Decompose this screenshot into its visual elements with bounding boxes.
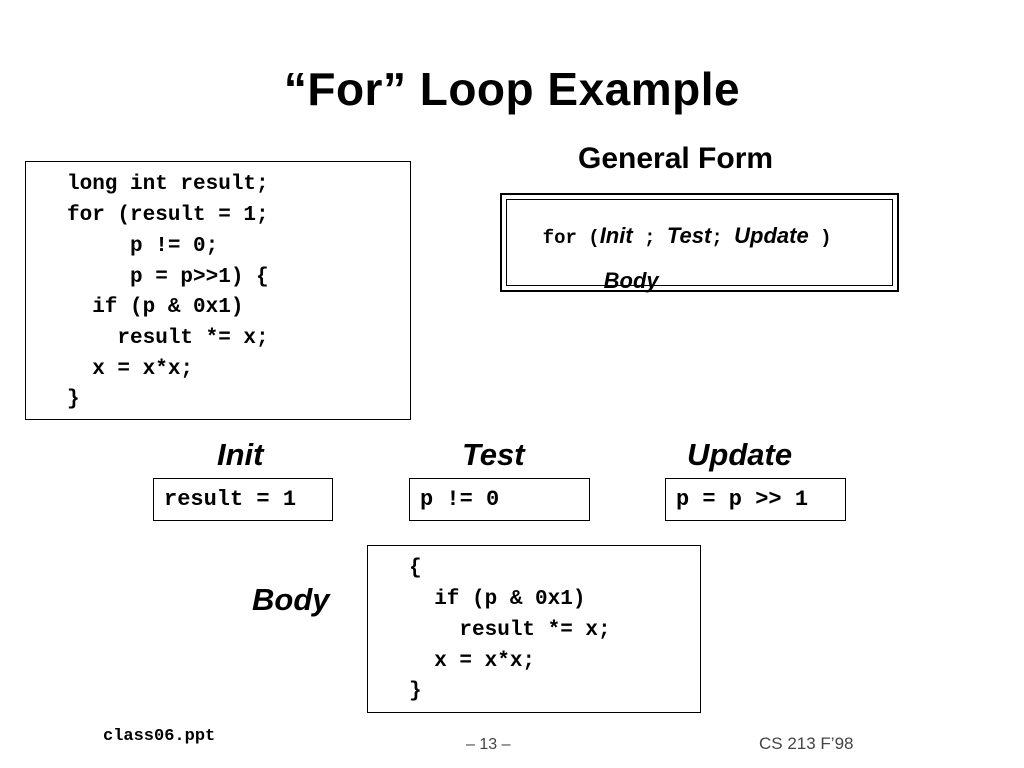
test-box: p != 0 <box>409 478 590 521</box>
code-line: for (result = 1; <box>67 204 269 227</box>
test-placeholder: Test <box>666 223 712 248</box>
general-form-header-row: for (Init ; Test; Update ) <box>516 209 832 264</box>
separator <box>656 227 667 249</box>
separator: ; <box>711 227 723 249</box>
for-keyword: for ( <box>542 227 600 249</box>
close-paren: ) <box>820 227 832 249</box>
code-line: if (p & 0x1) <box>67 296 244 319</box>
init-box: result = 1 <box>153 478 333 521</box>
body-code-line: x = x*x; <box>409 650 536 673</box>
body-code-line: { <box>409 557 422 580</box>
init-placeholder: Init <box>599 223 633 248</box>
test-code: p != 0 <box>420 487 500 512</box>
init-code: result = 1 <box>164 487 297 512</box>
separator <box>633 227 644 249</box>
general-form-body-row: Body <box>577 254 659 308</box>
code-line: result *= x; <box>67 327 269 350</box>
code-line: p = p>>1) { <box>67 266 269 289</box>
general-form-box: for (Init ; Test; Update ) Body <box>500 193 899 292</box>
general-form-inner-box: for (Init ; Test; Update ) Body <box>506 199 893 292</box>
test-label: Test <box>462 437 525 472</box>
code-line: p != 0; <box>67 235 219 258</box>
general-form-heading: General Form <box>578 142 774 175</box>
footer-filename: class06.ppt <box>103 727 216 746</box>
body-code-line: result *= x; <box>409 619 611 642</box>
separator: ; <box>644 227 656 249</box>
code-box: long int result; for (result = 1; p != 0… <box>25 161 411 420</box>
body-label: Body <box>252 582 330 617</box>
init-label: Init <box>217 437 264 472</box>
code-line: long int result; <box>67 173 269 196</box>
update-label: Update <box>687 437 793 472</box>
body-code-line: } <box>409 680 422 703</box>
separator <box>809 227 820 249</box>
slide-title: “For” Loop Example <box>283 63 741 115</box>
code-line: x = x*x; <box>67 358 194 381</box>
update-box: p = p >> 1 <box>665 478 846 521</box>
body-placeholder: Body <box>603 268 659 293</box>
code-line: } <box>67 388 80 411</box>
body-code-line: if (p & 0x1) <box>409 588 586 611</box>
body-box: { if (p & 0x1) result *= x; x = x*x; } <box>367 545 701 713</box>
footer-page-number: – 13 – <box>466 736 511 753</box>
separator <box>723 227 734 249</box>
update-placeholder: Update <box>734 223 809 248</box>
footer-course: CS 213 F’98 <box>759 734 854 753</box>
update-code: p = p >> 1 <box>676 487 809 512</box>
